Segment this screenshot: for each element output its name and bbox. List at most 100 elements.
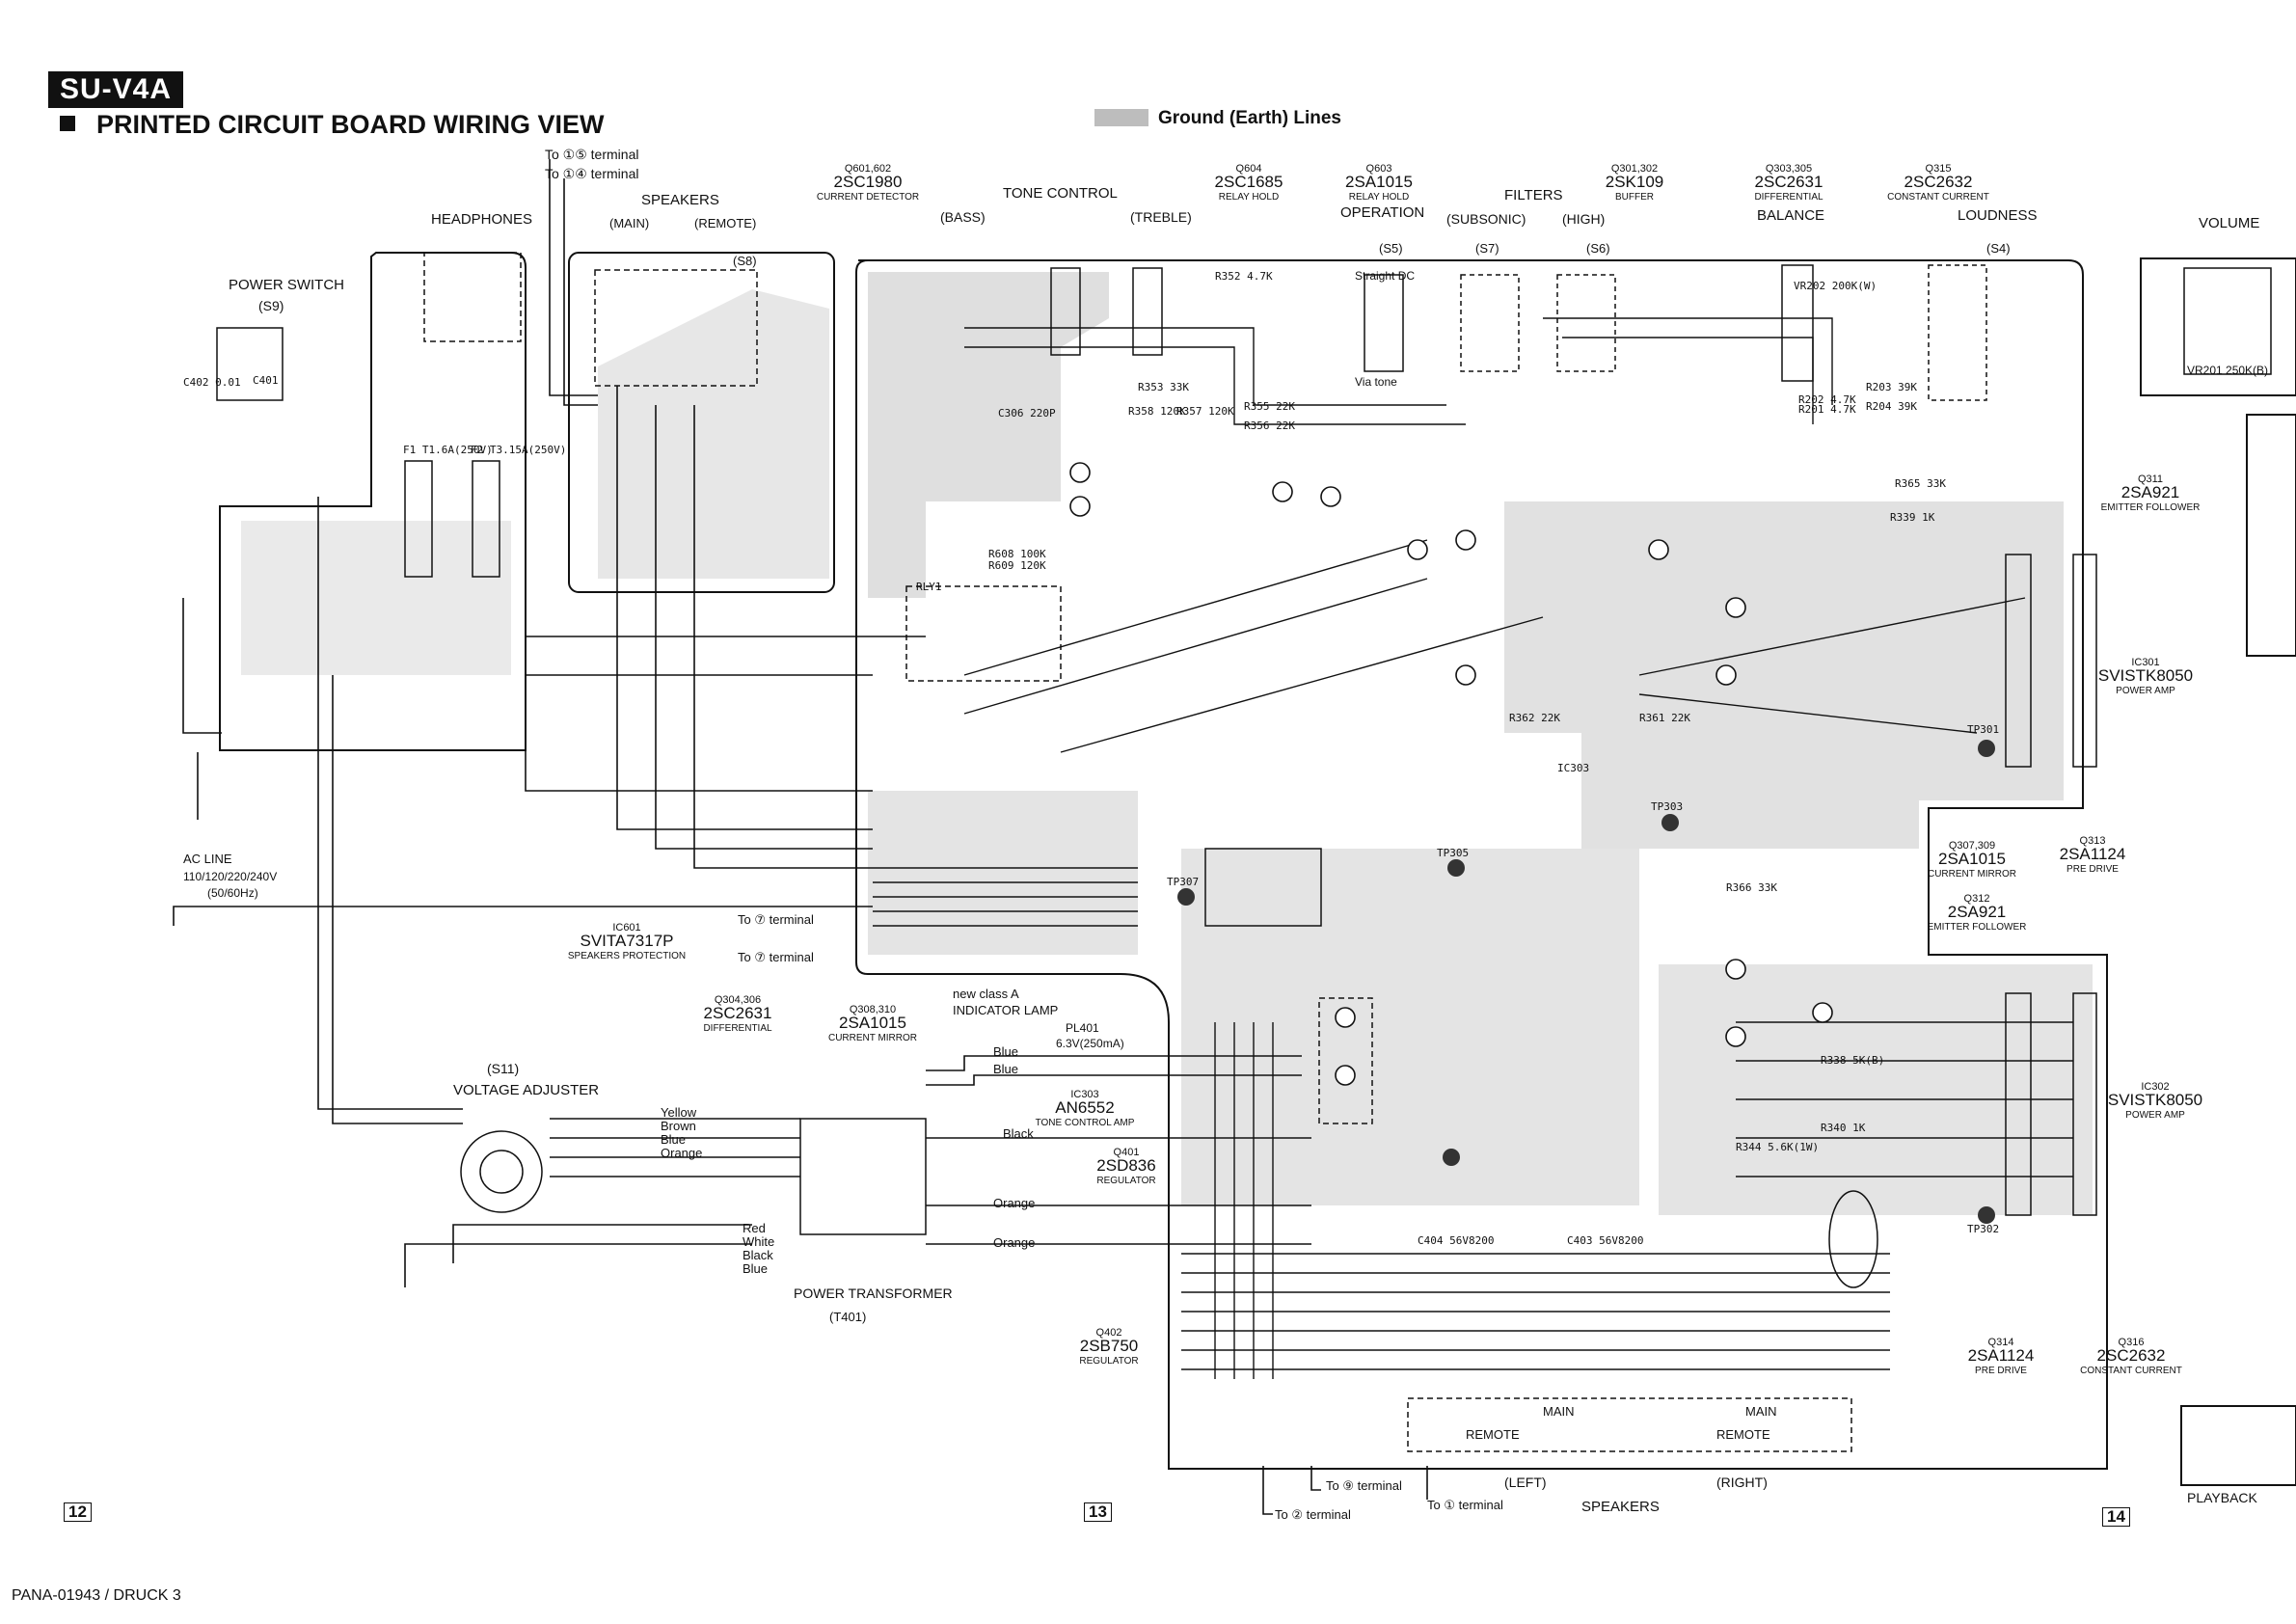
page-number-13: 13 xyxy=(1084,1502,1112,1522)
ground-plane-3 xyxy=(1181,849,1639,1205)
page-title-text: PRINTED CIRCUIT BOARD WIRING VIEW xyxy=(96,110,605,139)
power-transformer-ref: (T401) xyxy=(829,1310,866,1324)
callout-role: PRE DRIVE xyxy=(1975,1366,2027,1376)
callout-role: CURRENT DETECTOR xyxy=(817,192,919,203)
transformer-secondary-wires xyxy=(926,1055,1311,1245)
balance-label: BALANCE xyxy=(1757,207,1824,224)
board-label-r338-5k-b-: R338 5K(B) xyxy=(1821,1054,1884,1067)
voltage-adjuster-wires xyxy=(317,497,463,1124)
callout-role: DIFFERENTIAL xyxy=(703,1023,772,1034)
callout-ref: Q307,309 xyxy=(1949,840,1995,852)
callout-role: RELAY HOLD xyxy=(1349,192,1409,203)
callout-part: 2SA921 xyxy=(2121,483,2180,501)
right-edge-board-outline xyxy=(2246,414,2296,657)
loudness-switch xyxy=(1928,264,1987,401)
wire-black2-label: Black xyxy=(1003,1126,1034,1141)
q604 xyxy=(1272,481,1293,502)
wire-orange-label: Orange xyxy=(661,1146,702,1160)
callout-ref: Q311 xyxy=(2138,474,2163,485)
operation-ref: (S5) xyxy=(1379,241,1403,256)
transformer-body xyxy=(799,1118,927,1235)
board-label-c401: C401 xyxy=(253,374,279,387)
vr201-label: VR201 250K(B) xyxy=(2187,364,2268,377)
loudness-ref: (S4) xyxy=(1986,241,2011,256)
volume-label: VOLUME xyxy=(2199,215,2259,231)
board-label-tp303: TP303 xyxy=(1651,800,1683,813)
ac-line-label: AC LINE xyxy=(183,852,232,866)
callout-part: 2SC2632 xyxy=(2097,1346,2166,1365)
via-tone-label: Via tone xyxy=(1355,375,1397,389)
callout-part: 2SC1685 xyxy=(1215,173,1283,191)
ground-plane-6 xyxy=(241,521,511,675)
board-label-r203-39k: R203 39K xyxy=(1866,381,1917,393)
board-label-tp305: TP305 xyxy=(1437,847,1469,859)
indicator-lamp-label: INDICATOR LAMP xyxy=(953,1003,1058,1017)
terminal-block xyxy=(1204,848,1322,927)
subsonic-label: (SUBSONIC) xyxy=(1446,211,1526,227)
callout-role: POWER AMP xyxy=(2125,1110,2185,1121)
callout-ref: Q304,306 xyxy=(715,994,761,1006)
board-label-r609-120k: R609 120K xyxy=(988,559,1046,572)
callout-part: 2SC1980 xyxy=(834,173,903,191)
new-class-a-label: new class A xyxy=(953,987,1019,1001)
power-switch-body xyxy=(216,327,284,401)
callout-part: 2SA1015 xyxy=(1938,850,2006,868)
loudness-label: LOUDNESS xyxy=(1958,207,2038,224)
board-label-ic303: IC303 xyxy=(1557,762,1589,774)
speakers-output-label: SPEAKERS xyxy=(1581,1499,1660,1515)
ic302-body xyxy=(2005,992,2032,1216)
to-305-label: To ①⑤ terminal xyxy=(545,147,638,162)
main-right-label: MAIN xyxy=(1745,1404,1777,1419)
power-transformer-label: POWER TRANSFORMER xyxy=(794,1286,953,1301)
voltage-adjuster-label: VOLTAGE ADJUSTER xyxy=(453,1082,599,1098)
board-label-tp307: TP307 xyxy=(1167,876,1199,888)
headphones-label: HEADPHONES xyxy=(431,211,532,228)
ground-plane-1 xyxy=(868,272,1109,598)
callout-ref: Q402 xyxy=(1096,1327,1122,1339)
board-label-r358-120k: R358 120K xyxy=(1128,405,1186,418)
voltage-selector xyxy=(460,1130,543,1213)
callout-role: EMITTER FOLLOWER xyxy=(1928,922,2027,933)
subsonic-switch xyxy=(1460,274,1520,372)
tp304 xyxy=(1443,1149,1460,1166)
callout-ref: Q401 xyxy=(1114,1147,1140,1158)
footer-code: PANA-01943 / DRUCK 3 xyxy=(12,1587,181,1604)
q402 xyxy=(1335,1065,1356,1086)
voltage-selector-hub xyxy=(479,1150,524,1194)
q302 xyxy=(1455,529,1476,551)
wire-orange3-label: Orange xyxy=(993,1235,1035,1250)
wire-red-label: Red xyxy=(743,1221,766,1235)
q312 xyxy=(1725,959,1746,980)
pl401-rating: 6.3V(250mA) xyxy=(1056,1037,1124,1050)
callout-role: EMITTER FOLLOWER xyxy=(2101,502,2201,513)
signal-traces-mid xyxy=(963,539,2026,753)
bus-traces-vertical xyxy=(1214,1022,1274,1379)
callout-ref: Q303,305 xyxy=(1766,163,1812,175)
q304 xyxy=(1455,664,1476,686)
board-label-r339-1k: R339 1K xyxy=(1890,511,1935,524)
q301 xyxy=(1407,539,1428,560)
q401 xyxy=(1335,1007,1356,1028)
ground-plane-7 xyxy=(868,791,1138,955)
board-label-r361-22k: R361 22K xyxy=(1639,712,1690,724)
adjuster-return-wires xyxy=(404,1224,752,1287)
ground-plane-2 xyxy=(1504,501,2064,849)
speakers-subboard-outline xyxy=(568,252,835,593)
signal-traces-right xyxy=(1736,1021,2073,1177)
q305 xyxy=(1648,539,1669,560)
ac-freq-label: (50/60Hz) xyxy=(207,886,258,900)
speakers-main-label: (MAIN) xyxy=(609,216,649,230)
board-label-r344-5-6k-1w-: R344 5.6K(1W) xyxy=(1736,1141,1819,1153)
legend-text: Ground (Earth) Lines xyxy=(1158,108,1341,128)
speaker-terminal-strip xyxy=(1407,1397,1852,1452)
